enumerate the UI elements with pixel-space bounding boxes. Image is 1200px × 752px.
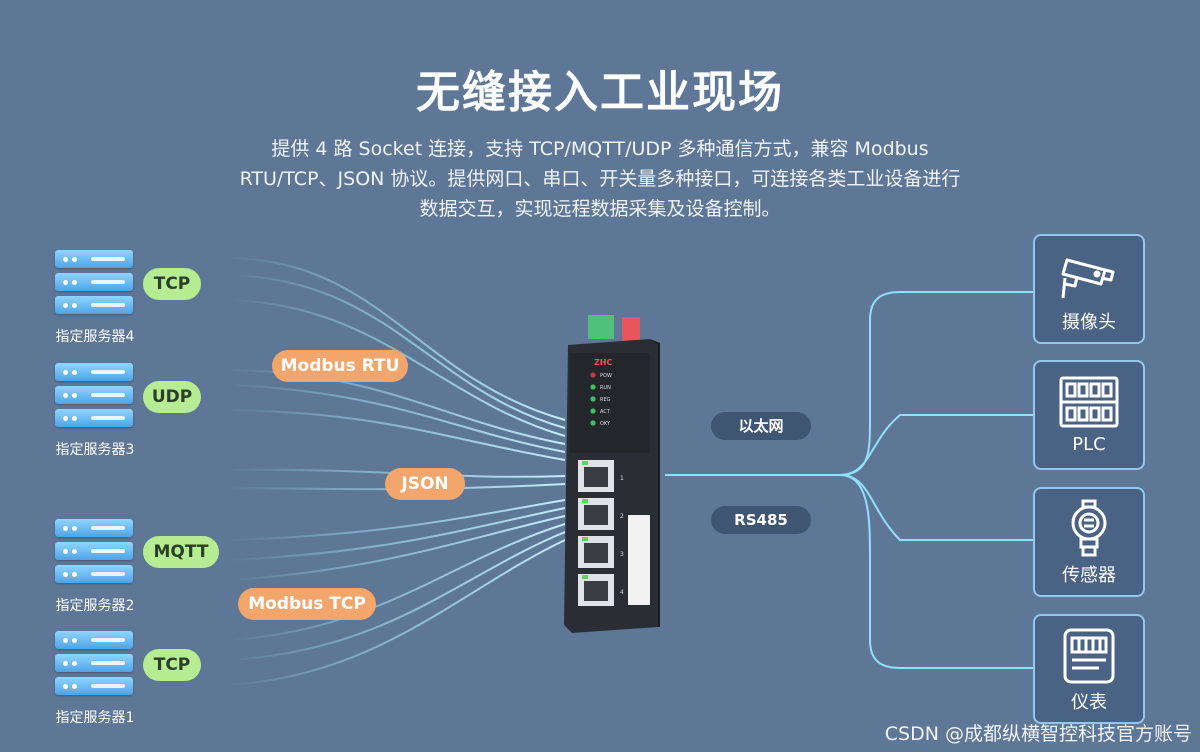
protocol-tag-json: JSON [385, 468, 465, 500]
server-protocol-badge: TCP [143, 649, 201, 681]
protocol-tag-modbus-tcp: Modbus TCP [238, 588, 376, 620]
sensor-icon [1071, 499, 1107, 557]
led-reg [590, 396, 596, 402]
endpoint-plc: PLC [1033, 360, 1145, 470]
svg-text:ZHC: ZHC [594, 358, 612, 367]
port-number: 3 [620, 551, 624, 558]
terminal-block-green [588, 315, 614, 339]
camera-icon [1061, 258, 1115, 299]
subtitle-line-1: 提供 4 路 Socket 连接，支持 TCP/MQTT/UDP 多种通信方式，… [271, 138, 929, 160]
endpoint-label: 传感器 [1062, 565, 1116, 586]
server-icon [55, 519, 133, 587]
subtitle-line-3: 数据交互，实现远程数据采集及设备控制。 [419, 198, 781, 220]
endpoint-label: PLC [1072, 434, 1106, 455]
endpoint-connectors [665, 291, 1033, 669]
device-sticker [628, 515, 650, 605]
meter-icon [1063, 628, 1115, 684]
server-icon [55, 363, 133, 431]
watermark: CSDN @成都纵横智控科技官方账号 [884, 723, 1192, 745]
ethernet-ports [578, 460, 614, 606]
led-oky [590, 420, 596, 426]
led-run [590, 384, 596, 390]
terminal-block-red [622, 317, 640, 341]
server-protocol-badge: UDP [143, 381, 201, 413]
endpoint-camera: 摄像头 [1033, 234, 1145, 344]
led-act [590, 408, 596, 414]
plc-icon [1059, 376, 1119, 428]
page-subtitle: 提供 4 路 Socket 连接，支持 TCP/MQTT/UDP 多种通信方式，… [230, 134, 970, 224]
server-label: 指定服务器1 [55, 710, 135, 726]
led-label: OKY [600, 421, 611, 427]
protocol-tag-modbus-rtu: Modbus RTU [272, 350, 408, 382]
server-label: 指定服务器3 [55, 442, 135, 458]
endpoint-label: 摄像头 [1062, 312, 1116, 333]
server-protocol-badge: MQTT [143, 536, 219, 568]
data-streams [229, 257, 566, 686]
link-label-ethernet: 以太网 [711, 412, 811, 440]
server-icon [55, 631, 133, 699]
link-label-rs485: RS485 [711, 506, 811, 534]
port-number: 1 [620, 475, 624, 482]
led-label: ACT [600, 409, 611, 415]
led-label: RUN [600, 385, 611, 391]
endpoint-meter: 仪表 [1033, 614, 1145, 724]
endpoint-sensor: 传感器 [1033, 487, 1145, 597]
led-panel [570, 353, 650, 453]
gateway-device: ZHC POW RUN REG ACT OKY 1 2 3 4 [564, 315, 660, 633]
server-label: 指定服务器4 [55, 329, 135, 345]
server-label: 指定服务器2 [55, 598, 135, 614]
led-pow [590, 372, 596, 378]
server-protocol-badge: TCP [143, 268, 201, 300]
led-label: POW [600, 373, 612, 379]
endpoint-label: 仪表 [1071, 692, 1107, 713]
port-number: 2 [620, 513, 624, 520]
led-label: REG [600, 397, 611, 403]
port-number: 4 [620, 589, 624, 596]
subtitle-line-2: RTU/TCP、JSON 协议。提供网口、串口、开关量多种接口，可连接各类工业设… [239, 168, 961, 190]
server-icon [55, 250, 133, 318]
page-title: 无缝接入工业现场 [416, 67, 784, 118]
